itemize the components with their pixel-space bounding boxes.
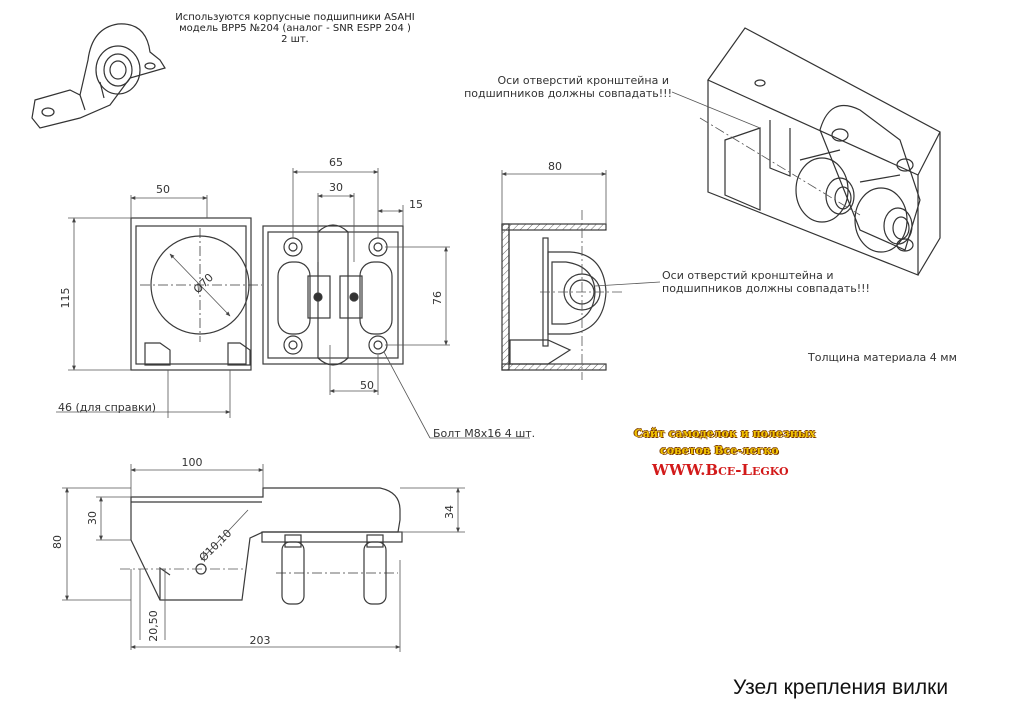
dim-10: Ø10,10: [197, 527, 235, 565]
header-line-3: 2 шт.: [281, 34, 309, 45]
front-view-dimensions: [56, 168, 530, 439]
thickness-note: Толщина материала 4 мм: [807, 351, 957, 364]
dim-115: 115: [59, 288, 72, 309]
axis-note-top-line-2: подшипников должны совпадать!!!: [464, 87, 672, 100]
axis-note-side-line-2: подшипников должны совпадать!!!: [662, 282, 870, 295]
drawing-title: Узел крепления вилки: [733, 676, 949, 699]
axis-note-side-line-1: Оси отверстий кронштейна и: [662, 269, 834, 282]
dim-30-left: 30: [86, 511, 99, 525]
bottom-view-dimensions: [62, 464, 465, 652]
drawing-header-note: Используются корпусные подшипники ASAHI …: [160, 12, 430, 45]
dim-50-bottom: 50: [360, 379, 374, 392]
front-view: [130, 217, 404, 371]
side-view: [501, 223, 607, 371]
assembly-leader: [671, 91, 861, 216]
axis-note-top-line-1: Оси отверстий кронштейна и: [498, 74, 670, 87]
watermark-url: WWW.Все-Legko: [652, 461, 789, 479]
assembly-isometric-view: [707, 27, 941, 276]
dim-80-side: 80: [548, 160, 562, 173]
header-line-1: Используются корпусные подшипники ASAHI: [175, 12, 415, 23]
dim-80-left: 80: [51, 535, 64, 549]
dim-34: 34: [443, 505, 456, 519]
dim-30-top: 30: [329, 181, 343, 194]
bottom-view: [130, 487, 403, 605]
bearing-isometric-sketch: [31, 23, 166, 129]
side-view-dimensions: [501, 170, 661, 380]
dim-100: 100: [182, 456, 203, 469]
bolt-note: Болт М8х16 4 шт.: [433, 427, 535, 440]
dim-46: 46 (для справки): [58, 401, 156, 414]
watermark-line-2: советов Все-легко: [660, 444, 779, 457]
dim-15: 15: [409, 198, 423, 211]
watermark-line-1: Сайт самоделок и полезных: [634, 427, 816, 440]
dim-65: 65: [329, 156, 343, 169]
dim-203: 203: [250, 634, 271, 647]
dim-50-top: 50: [156, 183, 170, 196]
dim-70: Ø70: [191, 271, 216, 296]
header-line-2: модель BPP5 №204 (аналог - SNR ESPP 204 …: [179, 23, 411, 34]
dim-20-50: 20,50: [147, 610, 160, 642]
dim-76: 76: [431, 291, 444, 305]
